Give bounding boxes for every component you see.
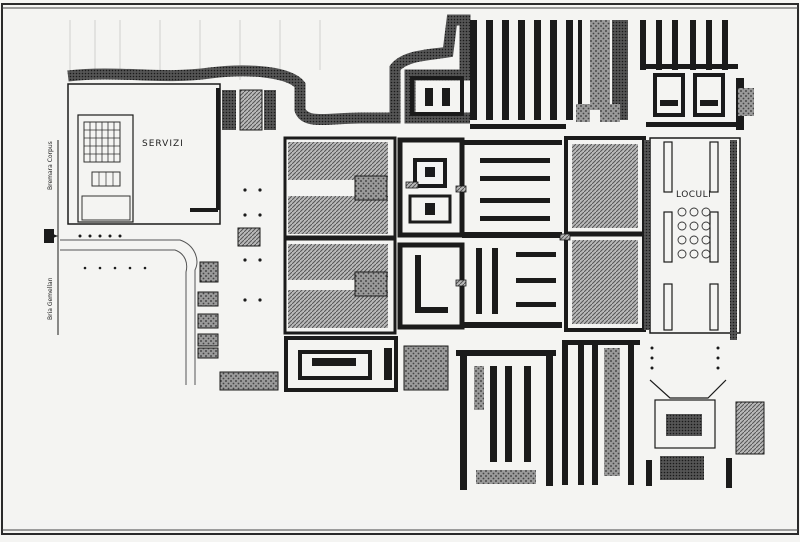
south-grave-rows — [456, 340, 640, 490]
loculi-label: LOCULI — [676, 190, 711, 200]
service-strip — [197, 89, 279, 391]
northeast-grave-rows — [640, 20, 754, 130]
entrance-area: Bremara Corpus Bria Gemellan — [44, 140, 198, 385]
east-burial-field — [564, 136, 646, 332]
north-grave-rows — [410, 20, 628, 129]
sheet-frame — [1, 3, 799, 535]
street-label-lower: Bria Gemellan — [47, 277, 54, 320]
loculi-area: LOCULI — [644, 137, 741, 340]
servizi-label: SERVIZI — [142, 139, 184, 149]
west-burial-field — [283, 136, 397, 335]
walkway-markers — [405, 181, 571, 287]
central-chapel-block — [397, 137, 465, 330]
southwest-grave-block — [284, 336, 449, 392]
central-grave-grid — [462, 140, 562, 328]
boundary-wall — [67, 14, 471, 126]
servizi-building: SERVIZI — [67, 83, 221, 225]
southeast-chapel — [646, 346, 765, 488]
street-label-upper: Bremara Corpus — [47, 141, 54, 190]
